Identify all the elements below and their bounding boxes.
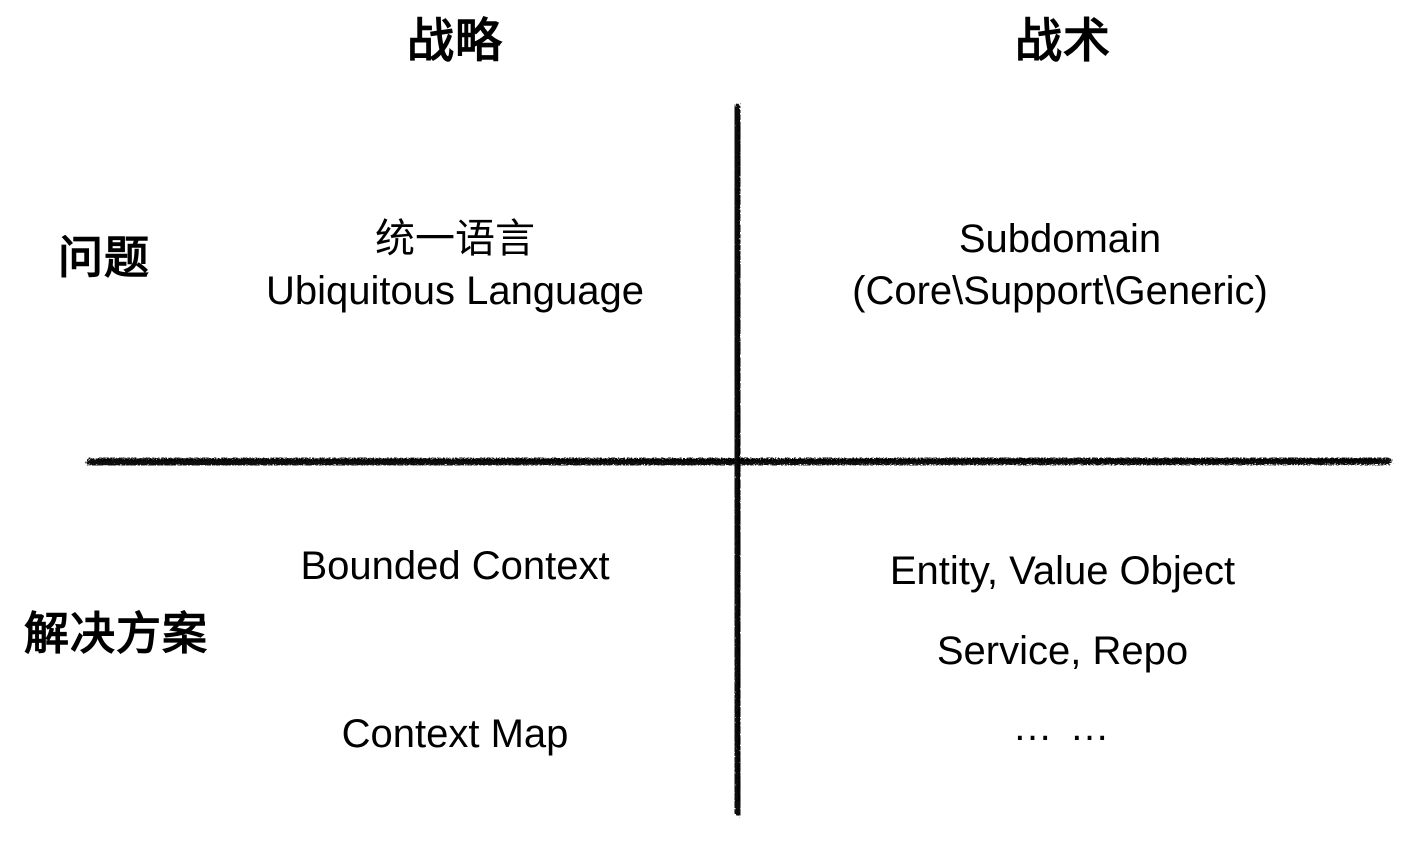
column-header-tactics: 战术 xyxy=(1015,14,1111,67)
quadrant-line: Service, Repo xyxy=(936,629,1189,673)
quadrant-line: 统一语言 xyxy=(375,217,535,261)
horizontal-divider xyxy=(86,457,1392,466)
quadrant-line: (Core\Support\Generic) xyxy=(852,269,1268,313)
quadrant-line: Bounded Context xyxy=(300,544,610,588)
quadrant-line: Subdomain xyxy=(958,217,1162,261)
quadrant-line-ellipsis: … … xyxy=(1012,705,1113,749)
quadrant-solution-strategy: Bounded Context Context Map xyxy=(235,540,675,760)
row-label-problem: 问题 xyxy=(58,232,151,283)
quadrant-problem-tactics: Subdomain (Core\Support\Generic) xyxy=(800,195,1320,335)
quadrant-problem-strategy: 统一语言 Ubiquitous Language xyxy=(230,195,680,335)
quadrant-line: Entity, Value Object xyxy=(889,549,1236,593)
quadrant-line: Ubiquitous Language xyxy=(265,269,645,313)
column-header-strategy: 战略 xyxy=(407,14,503,67)
vertical-divider xyxy=(732,104,742,816)
quadrant-line: Context Map xyxy=(341,712,569,756)
row-label-solution: 解决方案 xyxy=(24,608,209,659)
quadrant-solution-tactics: Entity, Value Object Service, Repo … … xyxy=(815,545,1310,750)
